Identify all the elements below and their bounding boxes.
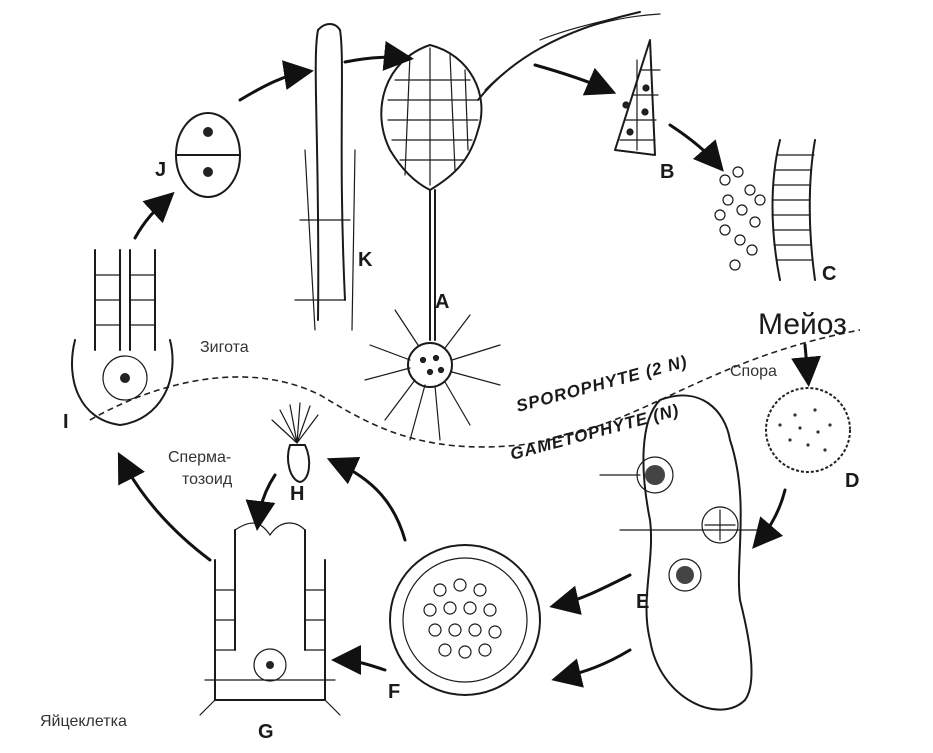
- archegonium-drawing: [200, 523, 340, 715]
- arrow-a-to-b: [535, 65, 608, 90]
- sperm-label-line1: Сперма-: [168, 449, 231, 466]
- label-d: D: [845, 470, 859, 492]
- embryo-archegonium-drawing: [72, 250, 173, 425]
- meiosis-label: Мейоз: [758, 308, 847, 341]
- antheridium-drawing: [390, 545, 540, 695]
- arrow-k-to-a: [345, 57, 405, 62]
- arrow-c-to-d: [805, 345, 808, 378]
- label-k: K: [358, 249, 373, 271]
- arrow-d-to-e: [758, 490, 785, 542]
- arrow-j-to-k: [240, 72, 305, 100]
- label-g: G: [258, 721, 274, 743]
- arrow-e-to-f-lower: [560, 650, 630, 678]
- spore-label: Спора: [730, 363, 777, 380]
- arrow-f-to-g: [340, 660, 385, 670]
- sperm-drawing: [272, 403, 318, 482]
- arrow-i-to-j: [135, 198, 168, 238]
- sperm-label-line2: тозоид: [182, 471, 233, 488]
- young-sporophyte-drawing: [295, 24, 355, 330]
- zygote-label: Зигота: [200, 339, 249, 356]
- arrow-b-to-c: [670, 125, 718, 165]
- label-f: F: [388, 681, 400, 703]
- arrow-h-to-g: [258, 475, 275, 522]
- arrow-f-to-h: [335, 462, 405, 540]
- label-c: C: [822, 263, 836, 285]
- label-j: J: [155, 159, 166, 181]
- label-i: I: [63, 411, 69, 433]
- zygote-division-drawing: [176, 113, 240, 197]
- label-b: B: [660, 161, 674, 183]
- capsule-tip-drawing: [615, 40, 660, 155]
- cycle-arrows: [122, 57, 808, 678]
- egg-label: Яйцеклетка: [40, 713, 127, 730]
- protonema-drawing: [600, 396, 760, 710]
- label-a: A: [435, 291, 449, 313]
- spore-drawing: [766, 388, 850, 472]
- capsule-wall-with-spores-drawing: [715, 140, 815, 280]
- label-h: H: [290, 483, 304, 505]
- label-e: E: [636, 591, 649, 613]
- arrow-e-to-f-upper: [558, 575, 630, 605]
